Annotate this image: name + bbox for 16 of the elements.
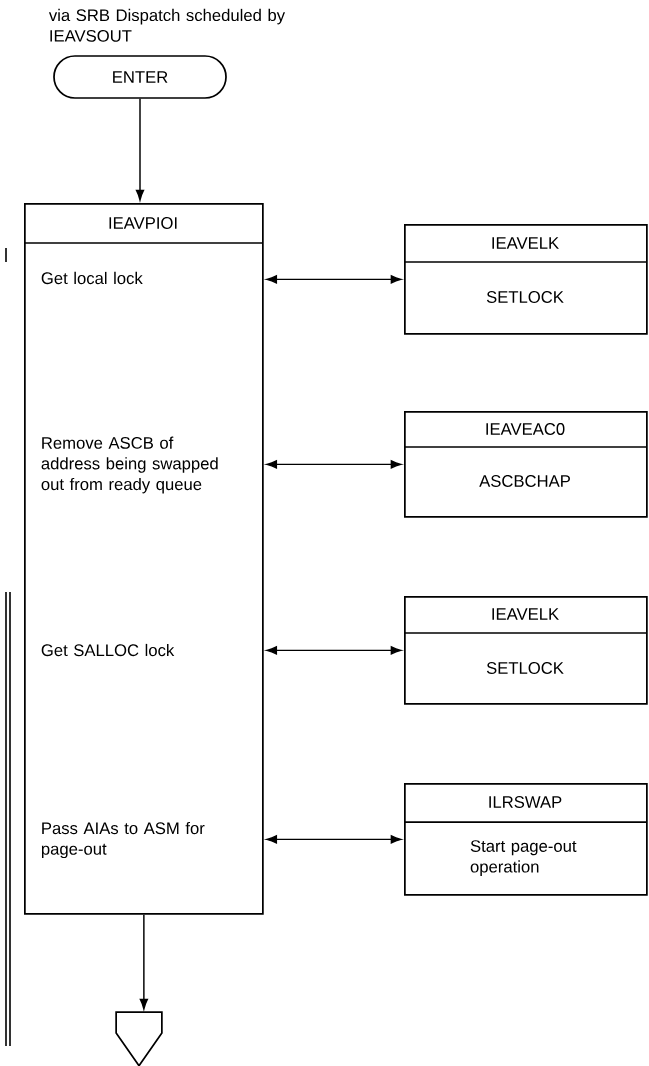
step-text: Pass AIAs to ASM for page-out xyxy=(41,821,205,859)
step-text: Get SALLOC lock xyxy=(41,643,175,657)
arrow xyxy=(139,914,149,1010)
entry-note: via SRB Dispatch scheduled by IEAVSOUT xyxy=(48,8,285,42)
module-box: IEAVEAC0 ASCBCHAP xyxy=(403,411,648,518)
off-page-connector xyxy=(115,1011,163,1066)
arrow xyxy=(266,460,402,469)
module-box: IEAVELK SETLOCK xyxy=(403,596,648,705)
arrow xyxy=(266,275,402,284)
step-text: Get local lock xyxy=(41,271,143,285)
arrow xyxy=(266,646,402,655)
step-text: Remove ASCB of address being swapped out from ready queue xyxy=(41,436,218,494)
arrow xyxy=(266,835,402,844)
arrow xyxy=(135,98,145,201)
module-box: IEAVELK SETLOCK xyxy=(403,224,648,335)
module-box: ILRSWAP Start page-out operation xyxy=(403,783,648,896)
